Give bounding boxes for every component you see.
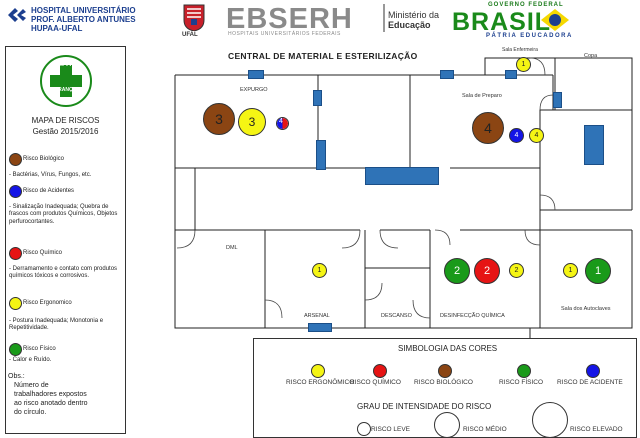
ministerio-label: Ministério da Educação [388,10,439,30]
hospital-line1: HOSPITAL UNIVERSITÁRIO [31,6,136,15]
symbol-dot-ergonomico [311,364,325,378]
legend-dot-quimico [9,247,22,260]
intensity-title: GRAU DE INTENSIDADE DO RISCO [357,402,492,411]
intensity-label-elevado: RISCO ELEVADO [570,426,623,433]
legend-title-line1: MAPA DE RISCOS [31,116,100,125]
ministerio-logo-icon [383,4,385,32]
window-expurgo-bench [316,140,326,170]
legend-dot-biologico [9,153,22,166]
symbol-label-quimico: RISCO QUÍMICO [350,379,401,386]
ufal-crest-icon [183,4,205,32]
window-corridor [365,167,439,185]
room-sala-preparo: Sala de Preparo [462,93,502,99]
marker-dml-ergonomico: 1 [312,263,327,278]
legend-obs: Obs.: Número de trabalhadores expostos a… [8,372,88,417]
ebserh-subtitle: HOSPITAIS UNIVERSITÁRIOS FEDERAIS [228,31,341,37]
legend-title: MAPA DE RISCOS Gestão 2015/2016 [6,115,125,137]
cipa-logo-icon [40,55,92,107]
ufal-label: UFAL [182,32,198,38]
marker-desinfeccao-ergonomico: 2 [509,263,524,278]
marker-preparo-biologico: 4 [472,112,504,144]
hospital-logo-icon [6,6,28,24]
marker-autoclaves-ergonomico: 1 [563,263,578,278]
symbol-dot-quimico [373,364,387,378]
intensity-label-leve: RISCO LEVE [371,426,411,433]
legend-dot-acidentes [9,185,22,198]
legend-obs-label: Obs.: [8,373,25,380]
patria-educadora-label: PÁTRIA EDUCADORA [486,33,573,39]
brasil-flag-icon [540,8,570,32]
intensity-label-medio: RISCO MÉDIO [463,426,507,433]
legend-panel: CIPA SEGURANÇA MAPA DE RISCOS Gestão 201… [5,46,126,434]
legend-desc-ergonomico: - Postura Inadequada; Monotonia e Repeti… [9,318,104,332]
symbol-label-acidente: RISCO DE ACIDENTE [557,379,623,386]
hospital-line2: PROF. ALBERTO ANTUNES [31,15,136,24]
symbol-dot-acidente [586,364,600,378]
window-arsenal-bottom [308,323,332,332]
symbol-dot-fisico [517,364,531,378]
ebserh-logo: EBSERH [226,3,353,35]
intensity-circle-medio [434,412,460,438]
symbology-title: SIMBOLOGIA DAS CORES [398,344,498,353]
legend-dot-fisico [9,343,22,356]
cipa-logo-text-top: CIPA [55,61,72,68]
window-preparo-left [553,92,562,108]
room-autoclaves: Sala dos Autoclaves [561,306,611,312]
plan-title: CENTRAL DE MATERIAL E ESTERILIZAÇÃO [228,51,418,61]
marker-preparo-acidente: 4 [509,128,524,143]
legend-label-ergonomico: Risco Ergonomico [23,300,72,306]
legend-label-fisico: Risco Físico [23,346,56,352]
symbol-label-fisico: RISCO FÍSICO [499,379,544,386]
legend-label-biologico: Risco Biológico [23,156,65,162]
room-descanso: DESCANSO [381,313,412,319]
legend-obs-text: Número de trabalhadores expostos ao risc… [14,382,88,416]
legend-dot-ergonomico [9,297,22,310]
marker-expurgo-ergonomico: 3 [238,108,266,136]
symbol-label-biologico: RISCO BIOLÓGICO [414,379,473,386]
cipa-logo-text-bottom: SEGURANÇA [44,87,77,93]
marker-desinfeccao-quimico: 2 [474,258,500,284]
ministerio-line2: Educação [388,20,431,30]
legend-label-acidentes: Risco de Acidentes [23,188,75,194]
legend-desc-biologico: - Bactérias, Vírus, Fungos, etc. [9,172,92,178]
marker-expurgo-biologico: 3 [203,103,235,135]
symbol-dot-biologico [438,364,452,378]
marker-expurgo-acidente [276,117,289,130]
legend-desc-fisico: - Calor e Ruído. [9,357,52,363]
governo-federal-logo: GOVERNO FEDERAL BRASIL PÁTRIA EDUCADORA [450,2,632,42]
room-expurgo: EXPURGO [240,87,268,93]
governo-federal-label: GOVERNO FEDERAL [488,2,564,8]
marker-desinfeccao-fisico: 2 [444,258,470,284]
legend-label-quimico: Risco Químico [23,250,63,256]
legend-title-line2: Gestão 2015/2016 [32,127,99,136]
ministerio-line1: Ministério da [388,10,440,20]
legend-desc-acidentes: - Sinalização Inadequada; Quebra de fras… [9,204,118,225]
window-enfermeira [505,70,517,79]
marker-preparo-ergonomico: 4 [529,128,544,143]
intensity-circle-elevado [532,402,568,438]
room-sala-enfermeira: Sala Enfermeira [502,47,538,53]
window-expurgo-right [313,90,322,106]
hospital-name: HOSPITAL UNIVERSITÁRIO PROF. ALBERTO ANT… [31,6,136,33]
bench-sala-preparo [584,125,604,165]
marker-expurgo-acidente-count: 4 [279,118,283,125]
legend-desc-quimico: - Derramamento e contato com produtos qu… [9,266,118,280]
brasil-wordmark: BRASIL [452,8,552,36]
window-expurgo-top [248,70,264,79]
room-desinfeccao: DESINFECÇÃO QUÍMICA [440,313,505,319]
hospital-line3: HUPAA-UFAL [31,24,83,33]
room-copa: Copa [584,53,598,59]
marker-enfermeira-ergonomico: 1 [516,57,531,72]
symbol-label-ergonomico: RISCO ERGONÔMICO [286,379,355,386]
marker-autoclaves-fisico: 1 [585,258,611,284]
window-sala-preparo-top [440,70,454,79]
room-dml: DML [226,245,238,251]
room-arsenal: ARSENAL [304,313,330,319]
intensity-circle-leve [357,422,371,436]
